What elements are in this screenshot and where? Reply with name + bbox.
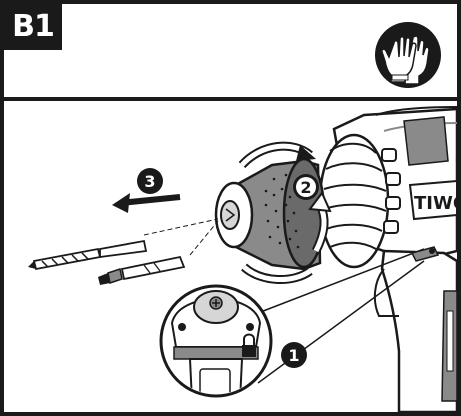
brand-label: TIWO: [414, 193, 457, 214]
callout-2: 2: [293, 174, 319, 200]
callout-1: 1: [281, 342, 307, 368]
screwdriver-bit: [98, 255, 186, 285]
chuck-screw-inset: [159, 248, 425, 398]
step-label: B1: [4, 4, 62, 50]
callout-3: 3: [137, 168, 163, 194]
drill-illustration: TIWO: [4, 101, 457, 412]
remove-direction-arrow: [112, 193, 181, 213]
keyless-chuck: [214, 141, 332, 285]
torque-collar: [318, 133, 401, 269]
callout-3-number: 3: [144, 172, 155, 191]
drill-bit: [28, 239, 148, 271]
drill-drawing: TIWO: [28, 106, 457, 412]
gear-lever: [410, 246, 440, 262]
callout-1-number: 1: [288, 346, 299, 365]
step-header: B1: [4, 4, 457, 101]
lock-icon: [242, 333, 256, 357]
protective-gloves-icon: [375, 22, 441, 88]
callout-2-number: 2: [300, 178, 311, 197]
